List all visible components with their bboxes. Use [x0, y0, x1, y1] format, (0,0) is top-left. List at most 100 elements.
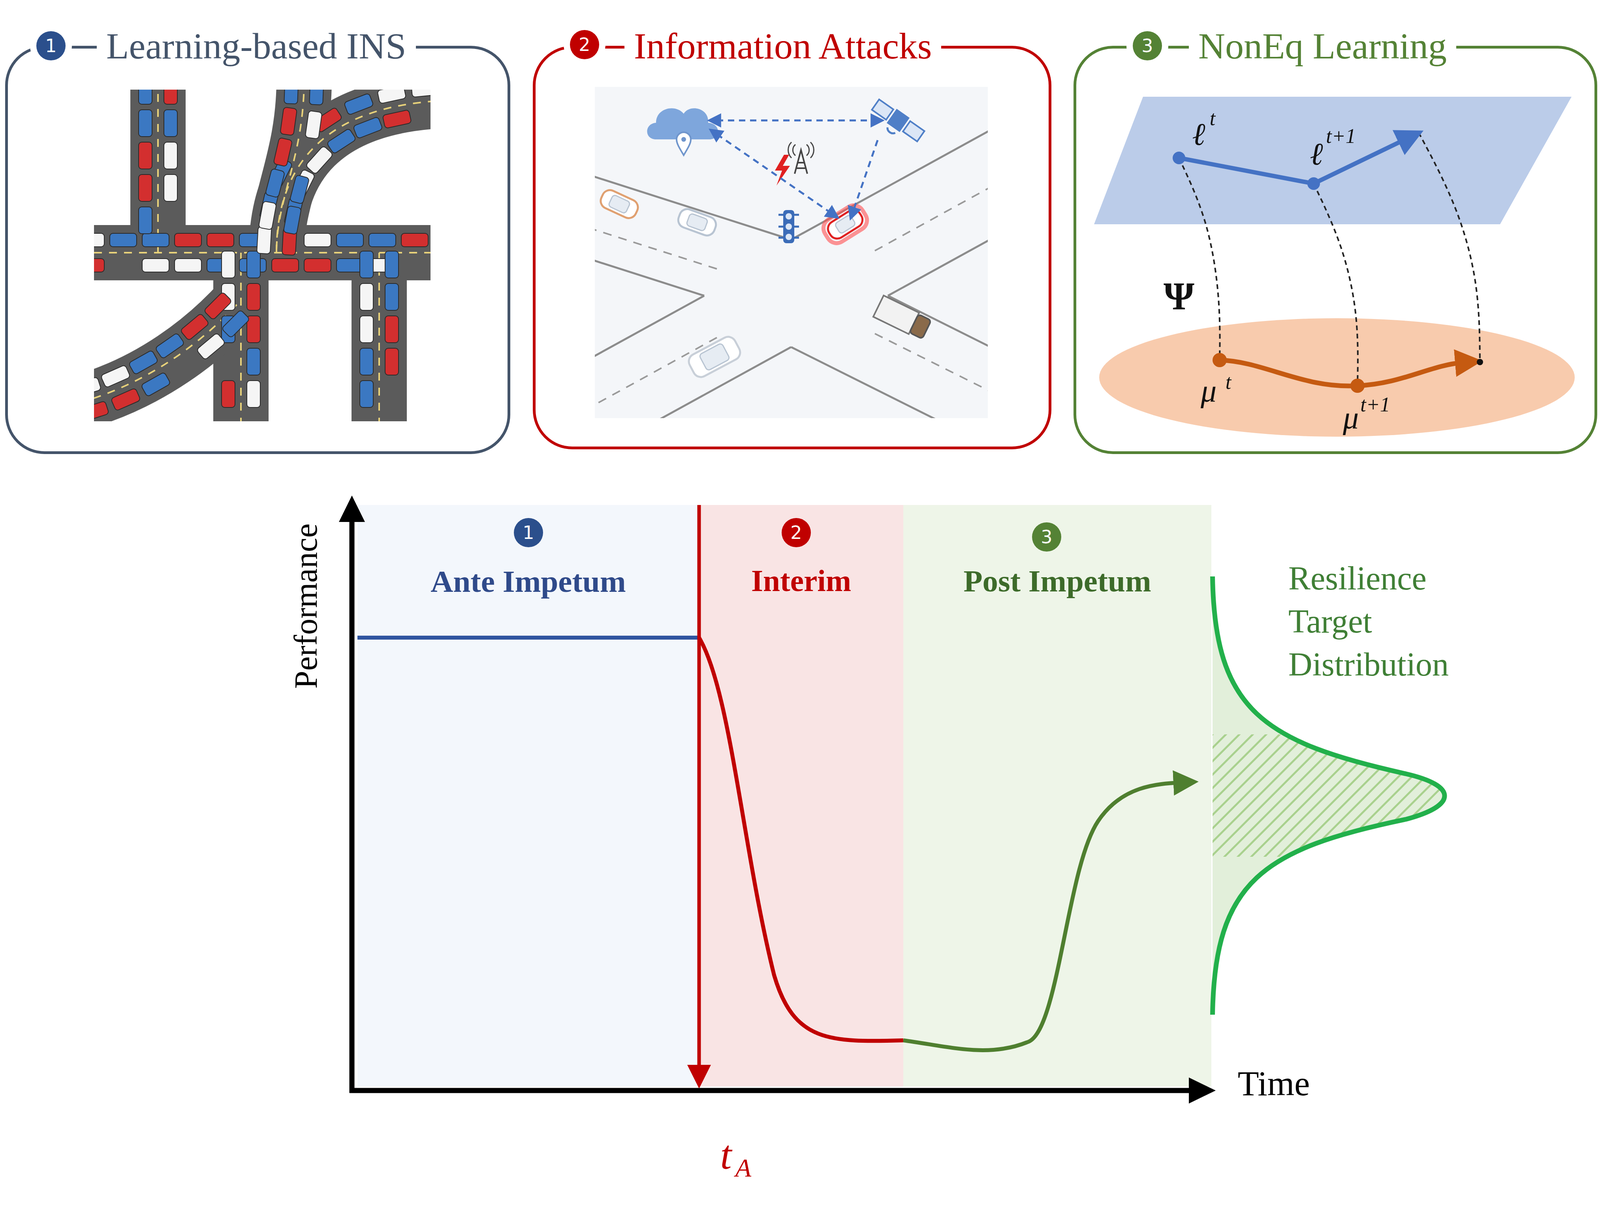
superscript: t+1 [1360, 393, 1391, 416]
car [203, 291, 233, 321]
x-axis-head [1188, 1077, 1216, 1104]
car [221, 251, 236, 279]
phase-title: Ante Impetum [357, 564, 700, 599]
lane-marking [157, 89, 159, 253]
satellite-panel [902, 121, 925, 142]
car [196, 332, 226, 361]
car [163, 174, 178, 202]
car [359, 315, 374, 343]
car [336, 233, 364, 247]
car [304, 233, 331, 247]
car [368, 233, 396, 247]
communication-link [716, 134, 832, 214]
car [265, 168, 285, 198]
superscript: t [1209, 107, 1216, 130]
car [385, 251, 399, 279]
car [221, 309, 251, 339]
car [289, 174, 310, 205]
callout-number: 2 [781, 518, 811, 548]
car [100, 364, 131, 389]
lane-divider [874, 333, 988, 419]
car [343, 93, 374, 116]
car [385, 283, 399, 311]
symbol: t [720, 1132, 732, 1178]
label-holder: μ [1342, 400, 1359, 436]
lane-marking [378, 252, 380, 422]
image-ground [594, 86, 988, 419]
car [109, 233, 137, 247]
car [353, 116, 384, 139]
label-holder: Time [1237, 1065, 1311, 1104]
y-axis [349, 513, 355, 1094]
parameter-plane [1094, 96, 1572, 225]
label-holder: μ [1200, 373, 1217, 409]
car [138, 89, 153, 105]
car [246, 348, 261, 376]
tower-waves [788, 142, 815, 158]
distribution-point [1212, 353, 1227, 368]
callout-number: 3 [1032, 522, 1062, 552]
mapping-line [1313, 183, 1358, 386]
parameter-point [1307, 177, 1320, 190]
car [163, 89, 178, 105]
phase-title: Interim [699, 564, 904, 598]
lane-marking [94, 300, 241, 403]
car [283, 205, 302, 235]
car [163, 109, 178, 137]
car [246, 380, 261, 408]
car [336, 258, 364, 273]
traffic-light-body [783, 210, 795, 244]
car-body [676, 206, 719, 238]
callout-number: 1 [513, 518, 544, 548]
traffic-light-lamp [785, 233, 792, 241]
pin-shape [676, 132, 691, 156]
symbol: μ [1342, 400, 1359, 436]
car-icon [686, 334, 743, 380]
car [271, 258, 299, 273]
degradation-curve [699, 637, 904, 1042]
car [138, 142, 153, 170]
car [138, 109, 153, 137]
tower-shape [794, 150, 808, 174]
panel-title: NonEq Learning [1188, 25, 1457, 67]
label-holder: Ψ [1163, 274, 1195, 318]
car-glow [819, 201, 871, 247]
label-holder: t [720, 1132, 732, 1178]
car [246, 283, 261, 311]
y-axis-head [338, 495, 365, 523]
label-holder: t [1209, 107, 1216, 130]
lane-marking [276, 100, 431, 253]
car [163, 142, 178, 170]
car [401, 233, 429, 247]
road [351, 252, 407, 422]
phase-band: Post Impetum [903, 505, 1212, 1087]
car [94, 400, 110, 422]
superscript: t+1 [1325, 124, 1356, 148]
lane-divider [594, 142, 717, 269]
car [154, 332, 185, 360]
traffic-light-lamp [785, 213, 792, 220]
road-edge [594, 88, 792, 240]
parameter-trajectory [1178, 157, 1314, 184]
lane-marking [240, 252, 242, 422]
car [94, 376, 102, 398]
road-network [94, 89, 431, 422]
symbol: ℓ [1309, 136, 1323, 172]
parameter-point [1172, 151, 1186, 165]
car [128, 349, 159, 375]
car [138, 174, 153, 202]
label-holder: Resilience Target Distribution [1288, 556, 1502, 687]
car [180, 313, 210, 341]
pin-dot [681, 137, 687, 142]
car-window [834, 214, 857, 235]
distribution-space [1099, 318, 1575, 437]
communication-link [853, 140, 878, 212]
car [359, 251, 374, 279]
callout-number: 1 [36, 31, 66, 61]
car [359, 283, 374, 311]
car [221, 380, 236, 408]
traffic-light-icon [778, 210, 800, 244]
car [309, 89, 324, 106]
car [174, 233, 202, 247]
car [411, 89, 431, 98]
